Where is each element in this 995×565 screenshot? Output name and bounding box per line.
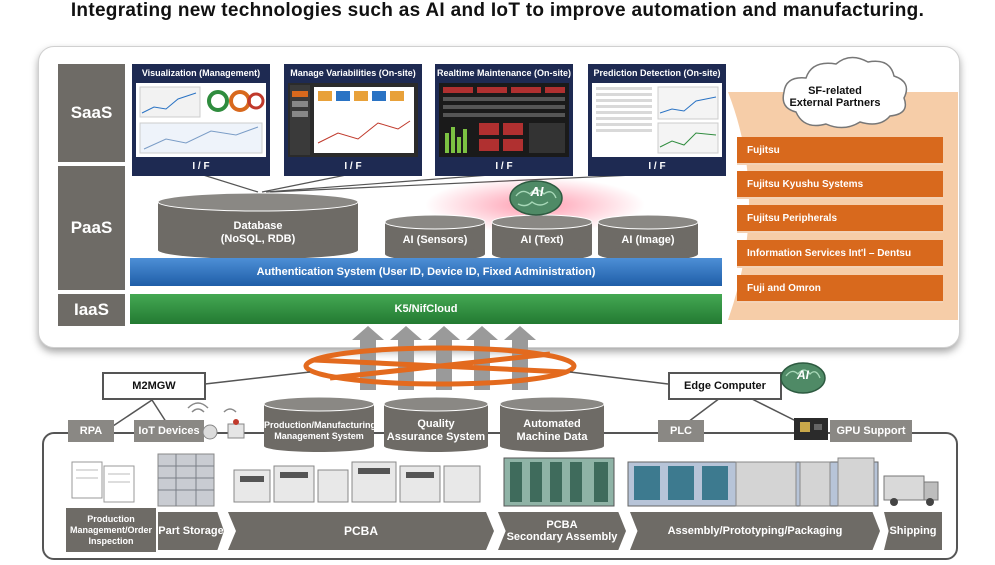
saas-card-title: Manage Variabilities (On-site) [290,68,416,78]
pcba-machines [233,461,481,503]
process-step-line: Secondary Assembly [506,531,618,543]
pms-label-line1: Production/Manufacturing [264,420,376,430]
partner-fujitsu-kyushu: Fujitsu Kyushu Systems [737,171,943,199]
gpu-chip-icon [794,418,828,440]
qas-label: Quality Assurance System [384,418,488,444]
process-step-shipping: Shipping [884,512,942,550]
saas-card-title: Visualization (Management) [141,68,261,78]
database-label-line2: (NoSQL, RDB) [220,233,296,245]
qas-label-line1: Quality [417,418,455,430]
amd-label-line2: Machine Data [516,431,588,443]
saas-card-title: Prediction Detection (On-site) [593,68,721,78]
process-step-line: Inspection [88,535,134,546]
partners-cloud-line2: External Partners [789,97,881,109]
ai-sensors-cylinder [384,214,486,261]
process-step-assembly: Assembly/Prototyping/Packaging [630,512,880,550]
cloud-shape [782,56,908,129]
ai-sensors-label: AI (Sensors) [402,234,468,246]
dashboard-screenshot [592,83,722,157]
assembly-line-machines [627,457,879,507]
interface-label: I / F [192,161,210,172]
database-label-line1: Database [233,220,283,232]
database-label: Database (NoSQL, RDB) [158,220,358,246]
pms-cylinder [263,396,375,452]
edge-ai-brain-icon [780,362,826,394]
ai-brain-label: AI [530,184,544,199]
process-step-line: PCBA [546,519,578,531]
interface-label: I / F [495,161,513,172]
pms-label-line2: Management System [274,431,364,441]
iaas-platform-band: K5/NifCloud [130,294,722,324]
amd-label-line1: Automated [523,418,581,430]
qas-cylinder [383,396,489,452]
pms-label: Production/Manufacturing Management Syst… [264,420,376,442]
layer-label-paas: PaaS [58,166,125,290]
amd-label: Automated Machine Data [500,418,604,444]
partners-cloud-label: SF-related External Partners [780,85,890,109]
ai-text-cylinder [491,214,593,261]
partner-fujitsu: Fujitsu [737,137,943,165]
saas-card-title: Realtime Maintenance (On-site) [436,68,572,78]
dashboard-screenshot [439,83,569,157]
ai-image-label: AI (Image) [621,234,675,246]
saas-card-variabilities[interactable]: Manage Variabilities (On-site) I / F [284,64,422,176]
ai-image-cylinder [597,214,699,261]
process-step-pcba-secondary: PCBA Secondary Assembly [498,512,626,550]
edge-computer-box[interactable]: Edge Computer [668,372,782,400]
partner-fujitsu-peripherals: Fujitsu Peripherals [737,205,943,233]
document-icons [71,461,135,503]
partner-fuji-omron: Fuji and Omron [737,275,943,303]
amd-cylinder [499,396,605,452]
process-step-part-storage: Part Storage [158,512,224,550]
authentication-band: Authentication System (User ID, Device I… [130,258,722,286]
layer-label-saas: SaaS [58,64,125,162]
interface-label: I / F [344,161,362,172]
interface-label: I / F [648,161,666,172]
part-storage-shelves [157,453,215,507]
plc-label: PLC [658,420,704,442]
iot-devices-label: IoT Devices [134,420,204,442]
process-step-line: Management/Order [69,524,153,535]
ai-brain-icon [509,180,563,216]
iot-sensor-icon [187,402,245,440]
saas-card-prediction[interactable]: Prediction Detection (On-site) I / F [588,64,726,176]
m2mgw-box[interactable]: M2MGW [102,372,206,400]
qas-label-line2: Assurance System [386,431,486,443]
process-step-pcba: PCBA [228,512,494,550]
shipping-truck-icon [883,475,939,506]
layer-label-iaas: IaaS [58,294,125,326]
edge-ai-label: AI [797,368,809,382]
dashboard-screenshot [288,83,418,157]
dashboard-screenshot [136,83,266,157]
partner-isid: Information Services Int'l – Dentsu [737,240,943,268]
database-cylinder [157,192,359,259]
page-headline: Integrating new technologies such as AI … [70,0,925,21]
network-ring [303,345,577,387]
rpa-label: RPA [68,420,114,442]
partners-cloud-line1: SF-related [808,85,862,97]
ai-text-label: AI (Text) [520,234,564,246]
process-step-line: Production [87,513,135,524]
secondary-assembly-machines [503,457,615,507]
saas-card-maintenance[interactable]: Realtime Maintenance (On-site) I / F [435,64,573,176]
process-step-production-management: Production Management/Order Inspection [66,508,156,552]
gpu-support-label: GPU Support [830,420,912,442]
saas-card-visualization[interactable]: Visualization (Management) I / F [132,64,270,176]
